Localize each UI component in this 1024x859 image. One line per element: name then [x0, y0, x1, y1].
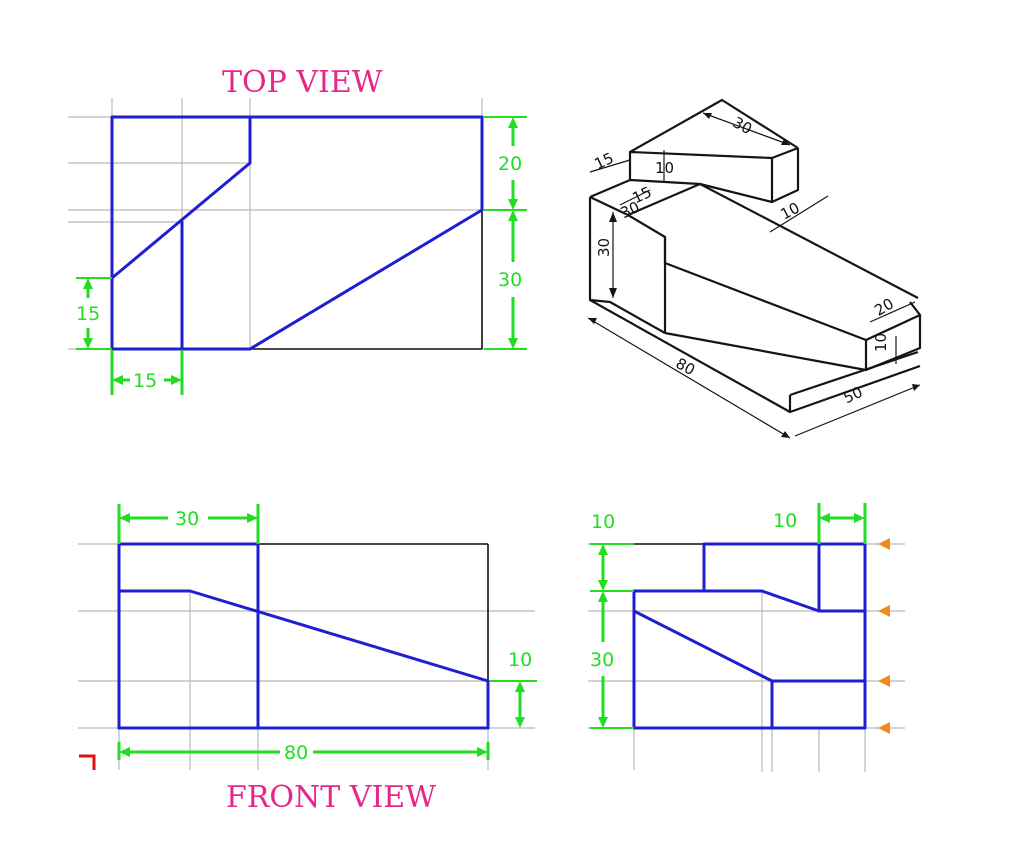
top-view-hidden-edges — [250, 210, 483, 350]
iso-dim-10-top: 10 — [655, 159, 674, 177]
side-view-construction-lines — [588, 543, 905, 772]
front-view-title: FRONT VIEW — [226, 780, 436, 815]
isometric-dimension-lines — [587, 112, 921, 439]
corner-mark — [79, 754, 96, 770]
front-view-visible-edges — [117, 542, 490, 730]
dim-side-10-top: 10 — [773, 510, 797, 532]
dim-top-15-vertical: 15 — [76, 303, 100, 325]
marker-arrow — [878, 538, 890, 550]
dim-front-10: 10 — [508, 649, 532, 671]
isometric-view: 30 10 15 15 30 10 30 80 50 20 10 — [587, 98, 922, 439]
dim-top-20: 20 — [498, 153, 522, 175]
side-view-dimensions: 10 30 10 — [590, 503, 867, 729]
dim-top-15-horizontal: 15 — [133, 370, 157, 392]
top-view-title: TOP VIEW — [222, 65, 383, 100]
front-view: 30 10 80 — [78, 504, 537, 770]
iso-dim-30-height: 30 — [595, 238, 613, 257]
marker-arrow — [878, 722, 890, 734]
iso-dim-15-left: 15 — [592, 149, 617, 173]
dim-side-30: 30 — [590, 649, 614, 671]
dim-side-10-left: 10 — [591, 511, 615, 533]
dim-front-30: 30 — [175, 508, 199, 530]
isometric-edges — [588, 98, 922, 414]
front-view-hidden-edges — [258, 543, 489, 681]
iso-dim-20-end: 20 — [871, 295, 897, 320]
iso-dim-10-neck: 10 — [777, 199, 802, 224]
dim-top-30: 30 — [498, 269, 522, 291]
side-view-visible-edges — [632, 542, 867, 730]
front-view-dimensions: 30 10 80 — [117, 504, 537, 764]
top-view-visible-edges — [110, 115, 484, 351]
front-view-construction-lines — [78, 543, 535, 770]
iso-dim-10-end: 10 — [872, 333, 890, 352]
side-view: 10 30 10 — [588, 503, 905, 772]
iso-dim-30-top: 30 — [730, 113, 755, 138]
projection-markers — [878, 538, 890, 734]
marker-arrow — [878, 675, 890, 687]
top-view: 20 30 15 15 — [68, 98, 527, 395]
dim-front-80: 80 — [284, 742, 308, 764]
marker-arrow — [878, 605, 890, 617]
top-view-dimensions: 20 30 15 15 — [76, 116, 527, 395]
